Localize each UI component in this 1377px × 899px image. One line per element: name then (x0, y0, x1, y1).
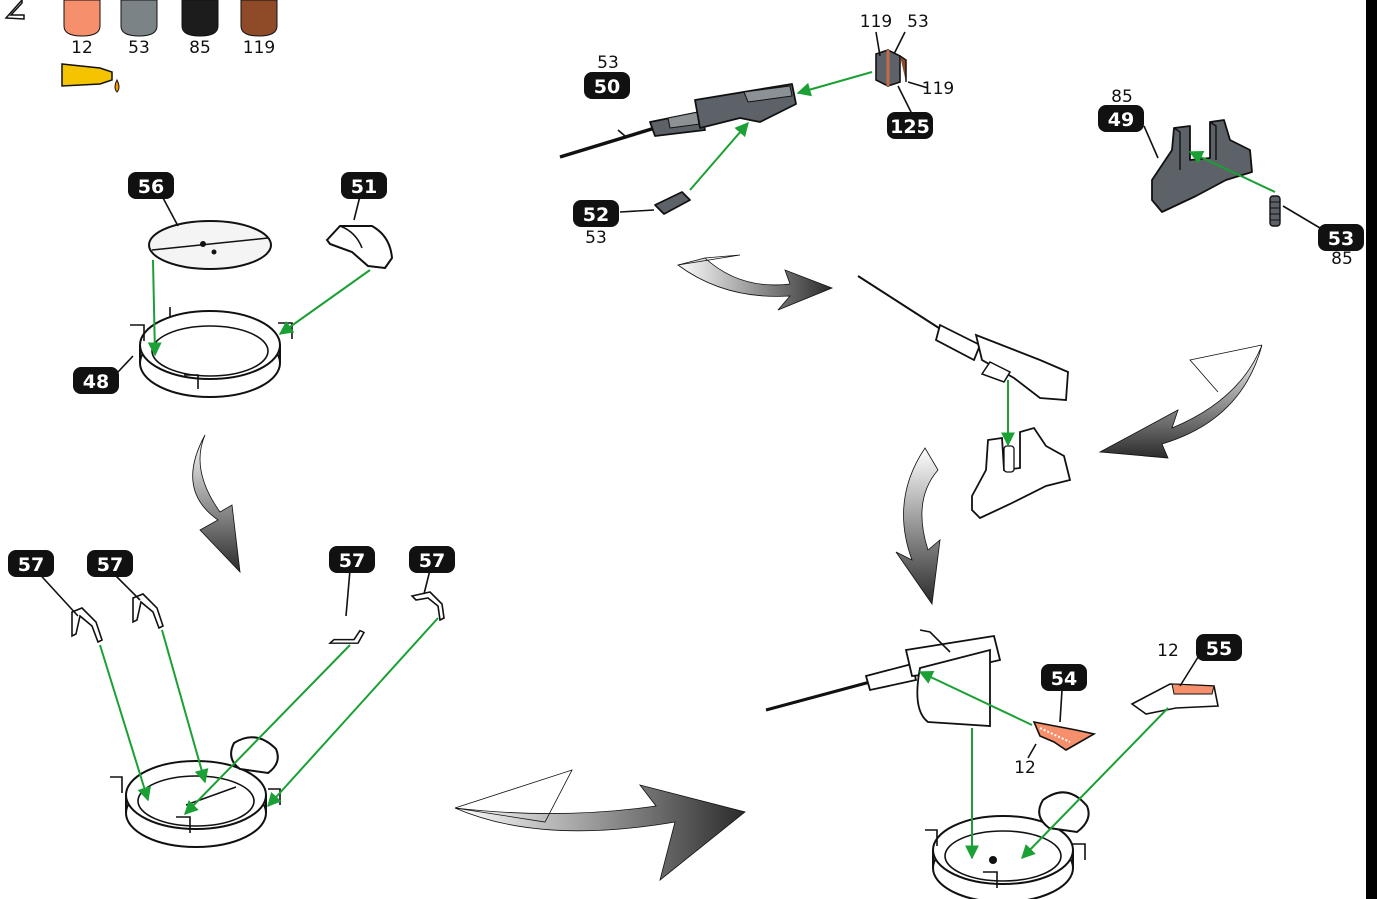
paint-callout-55: 12 (1157, 641, 1179, 661)
belt-part-55 (1130, 683, 1219, 715)
arrow-57b (161, 629, 209, 784)
paint-jar-53: 53 (120, 0, 158, 58)
paint-callout-53: 85 (1331, 249, 1353, 269)
step-flow-arrow-2 (677, 257, 834, 311)
leader-48 (117, 355, 134, 373)
ring-assembly-bottom-left (110, 736, 281, 848)
arrow-57a (99, 644, 151, 802)
badge-57d-text: 57 (419, 550, 445, 572)
leader-57c (345, 569, 351, 617)
spring-part-53 (1269, 195, 1281, 227)
badge-56: 56 (128, 172, 174, 199)
paint-jar-85: 85 (181, 0, 219, 58)
leader-125 (875, 31, 929, 115)
badge-54-text: 54 (1051, 668, 1077, 690)
badge-48-text: 48 (83, 371, 109, 393)
arrow-57c (184, 644, 351, 816)
leader-50 (617, 129, 626, 137)
paint-callout-54: 12 (1014, 758, 1036, 778)
step-flow-arrow-1 (192, 434, 241, 574)
step-number: 2 (4, 0, 25, 20)
leader-54 (1059, 689, 1063, 723)
step-flow-arrow-3 (1098, 344, 1263, 459)
paint-callout-125-b: 53 (907, 12, 929, 32)
leader-51 (353, 195, 361, 221)
glue-tube-icon (61, 63, 120, 93)
disc-part-56 (148, 220, 272, 270)
badge-50: 50 (584, 72, 630, 99)
leader-54-paint (1027, 743, 1037, 759)
leader-49 (1143, 125, 1159, 159)
page-edge-bar (1366, 0, 1377, 899)
badge-52: 52 (573, 200, 619, 227)
arrow-125-to-50 (796, 71, 873, 97)
badge-57c-text: 57 (339, 550, 365, 572)
badge-56-text: 56 (138, 176, 164, 198)
badge-57-c: 57 (329, 546, 375, 573)
badge-49-text: 49 (1108, 109, 1134, 131)
paint-callout-50: 53 (597, 53, 619, 73)
leader-55 (1179, 653, 1201, 687)
paint-callout-49: 85 (1111, 87, 1133, 107)
stand-part-49 (1151, 119, 1253, 213)
sight-part-51 (325, 225, 394, 270)
belt-part-54 (1032, 720, 1097, 751)
ring-assembly-bottom-right (925, 791, 1090, 899)
paint-jar-119: 119 (240, 0, 278, 58)
badge-57a-text: 57 (18, 554, 44, 576)
clip-part-57-c (328, 629, 366, 644)
badge-57-b: 57 (87, 550, 133, 577)
clip-part-57-a (71, 607, 103, 643)
gun-assembly-middle (857, 275, 1069, 401)
badge-51-text: 51 (351, 176, 377, 198)
step-flow-arrow-4 (895, 447, 941, 606)
stand-assembly-middle (971, 426, 1072, 520)
badge-57b-text: 57 (97, 554, 123, 576)
paint-code-119: 119 (243, 38, 275, 58)
badge-55: 55 (1196, 634, 1242, 661)
clip-part-57-b (132, 593, 164, 629)
badge-51: 51 (341, 172, 387, 199)
step-flow-arrow-final (454, 784, 746, 882)
gun-assembly-final (765, 629, 1002, 727)
badge-125: 125 (887, 112, 933, 139)
paint-callout-125-side: 119 (922, 79, 954, 99)
badge-125-text: 125 (890, 116, 930, 138)
paint-code-12: 12 (71, 38, 93, 58)
paint-callout-52: 53 (585, 228, 607, 248)
badge-49: 49 (1098, 105, 1144, 132)
arrow-52-to-50 (689, 121, 749, 191)
arrow-57d (267, 617, 439, 808)
leader-57d (423, 569, 431, 595)
leader-56 (161, 195, 179, 227)
paint-callout-125-a: 119 (860, 12, 892, 32)
mount-part-125 (875, 49, 907, 87)
badge-57-d: 57 (409, 546, 455, 573)
badge-53: 53 (1318, 224, 1364, 251)
badge-54: 54 (1041, 664, 1087, 691)
badge-52-text: 52 (583, 204, 609, 226)
badge-50-text: 50 (594, 76, 620, 98)
leader-57b (114, 574, 141, 601)
leader-52 (619, 209, 655, 213)
arrow-55-to-ring (1021, 707, 1169, 860)
badge-53-text: 53 (1328, 228, 1354, 250)
leader-53 (1282, 205, 1321, 229)
arrow-53-to-49 (1188, 151, 1276, 193)
arrow-54-to-gun (918, 671, 1033, 726)
clip-part-57-d (410, 591, 445, 622)
arrow-56-to-48 (147, 259, 162, 357)
paint-code-85: 85 (189, 38, 211, 58)
grip-part-52 (654, 191, 691, 215)
arrow-51-to-48 (278, 269, 371, 335)
badge-57-a: 57 (8, 550, 54, 577)
paint-code-53: 53 (128, 38, 150, 58)
gun-part-50 (559, 83, 797, 159)
paint-jar-12: 12 (63, 0, 101, 58)
badge-55-text: 55 (1206, 638, 1232, 660)
badge-48: 48 (73, 367, 119, 394)
